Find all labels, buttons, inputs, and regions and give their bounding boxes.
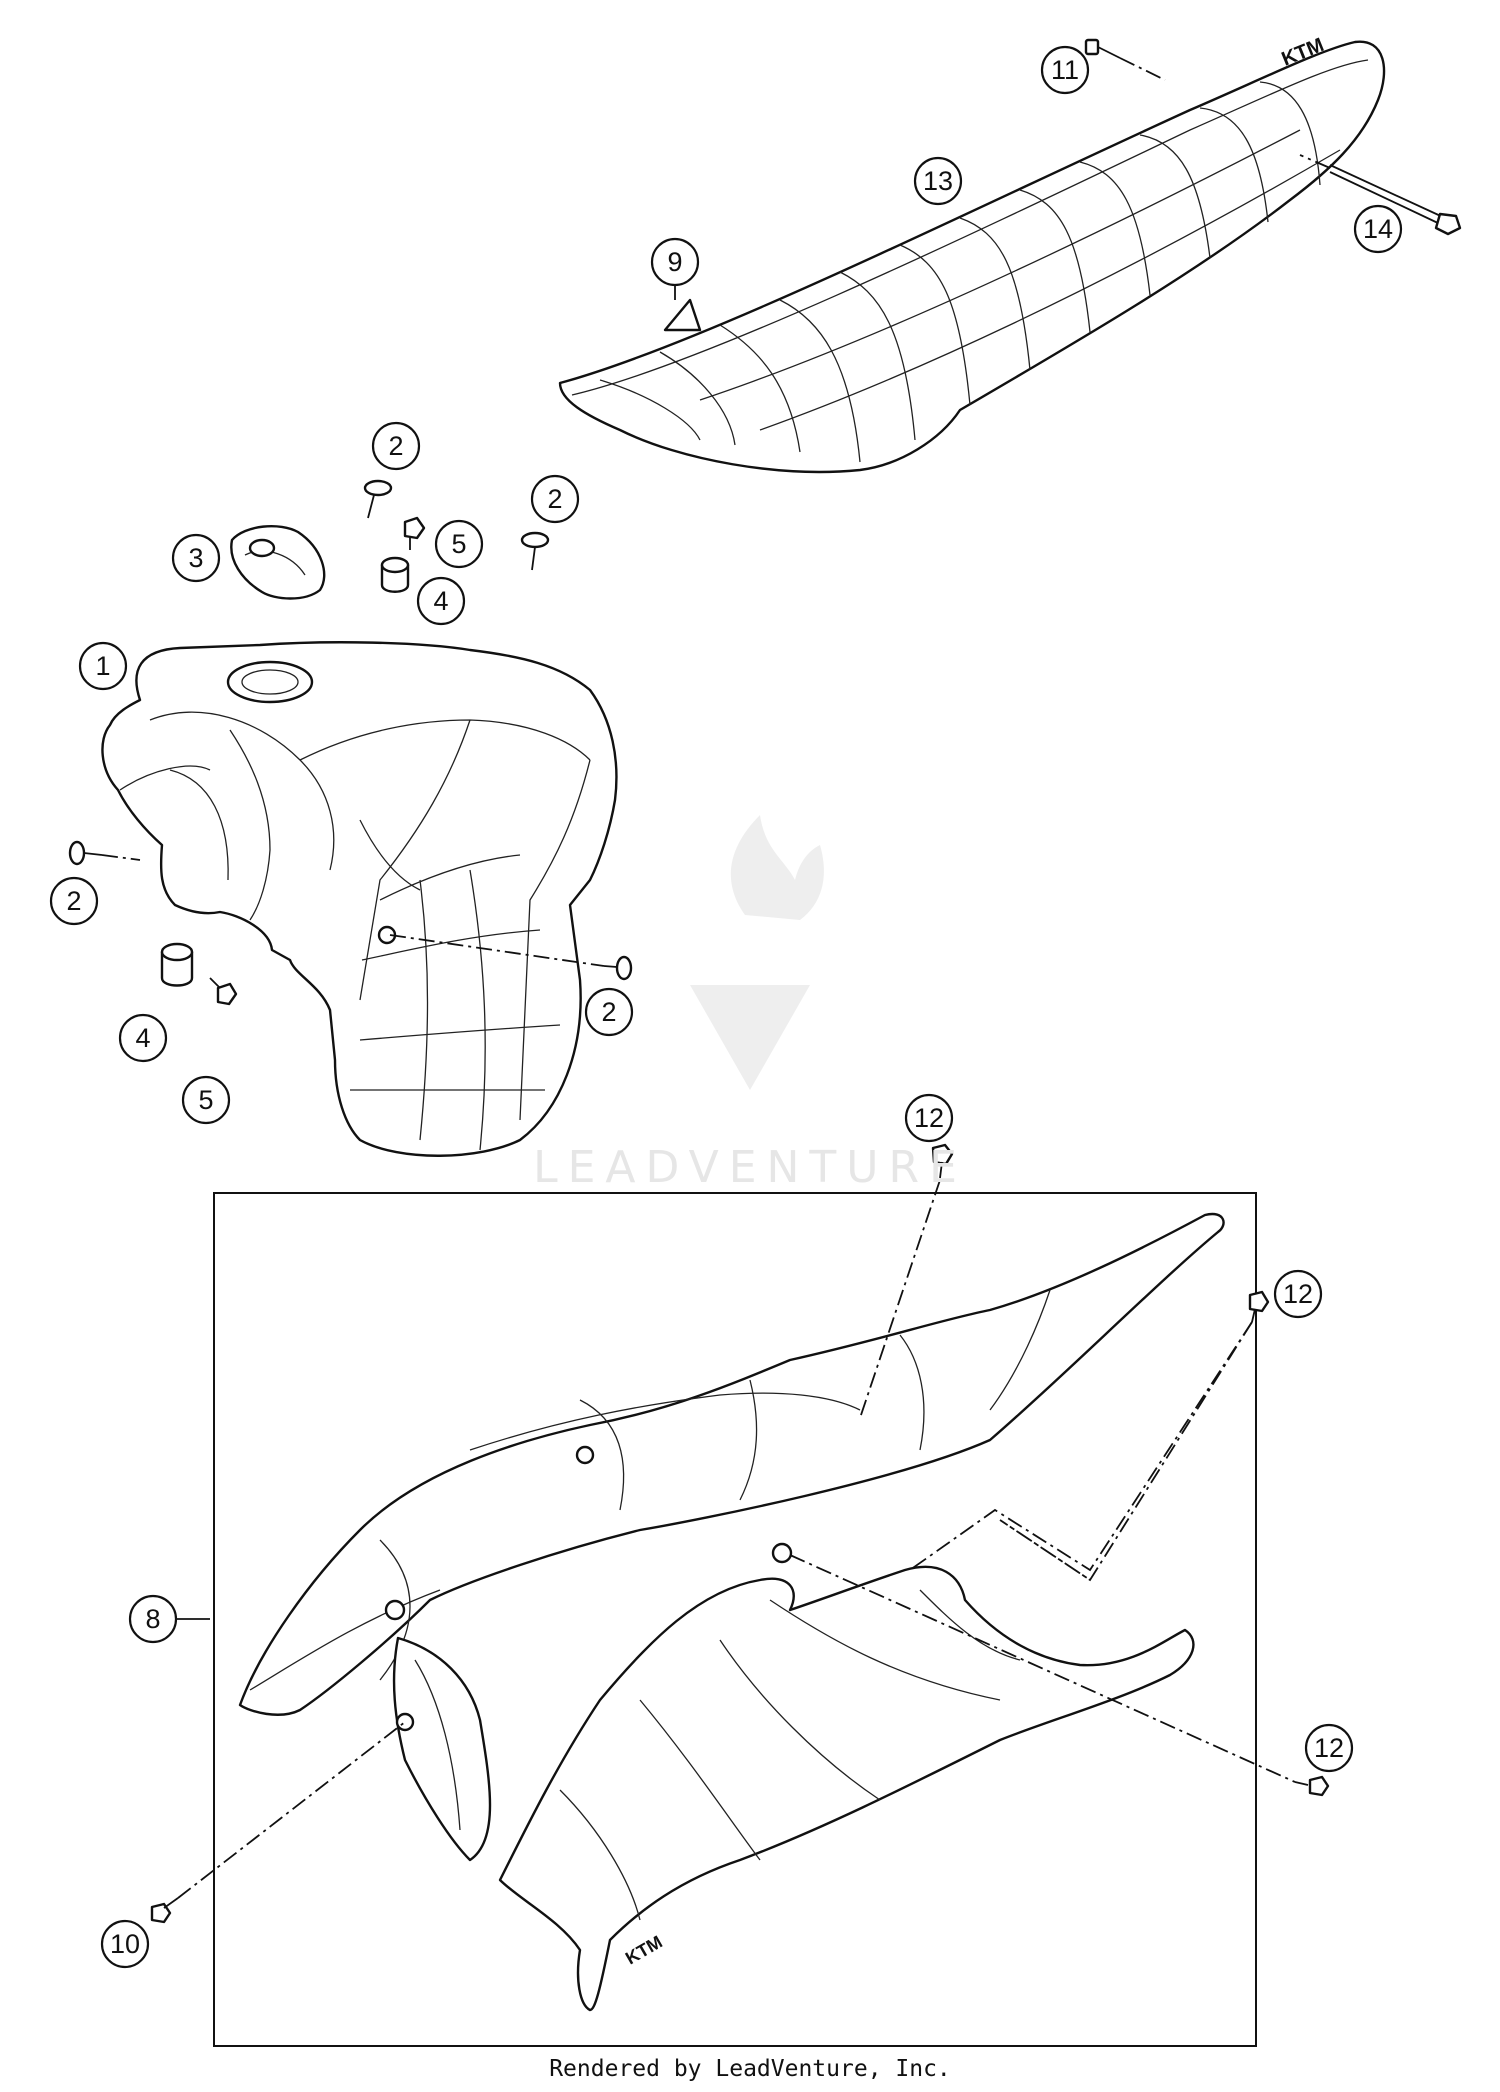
svg-text:2: 2 — [388, 431, 403, 461]
nut-5-lower-part[interactable] — [209, 977, 238, 1006]
callout-1[interactable]: 1 — [78, 641, 128, 691]
callout-4-upper[interactable]: 4 — [416, 576, 466, 626]
callout-5-lower[interactable]: 5 — [181, 1075, 231, 1125]
svg-text:2: 2 — [601, 997, 616, 1027]
callout-13[interactable]: 13 — [913, 156, 963, 206]
svg-text:3: 3 — [188, 543, 203, 573]
svg-text:8: 8 — [145, 1604, 160, 1634]
callout-2-lower[interactable]: 2 — [584, 987, 634, 1037]
svg-text:9: 9 — [667, 247, 682, 277]
screw-2-right-part[interactable] — [520, 531, 550, 571]
svg-text:5: 5 — [198, 1085, 213, 1115]
callout-3[interactable]: 3 — [171, 533, 221, 583]
screw-12-right-part[interactable] — [1248, 1290, 1270, 1323]
callout-10[interactable]: 10 — [100, 1919, 150, 1969]
screw-12-top-part[interactable] — [931, 1143, 954, 1179]
callout-14[interactable]: 14 — [1353, 204, 1403, 254]
svg-text:13: 13 — [923, 166, 953, 196]
shroud-lower-part[interactable] — [392, 1636, 492, 1862]
svg-text:4: 4 — [433, 586, 448, 616]
svg-text:2: 2 — [66, 886, 81, 916]
callout-12-lower[interactable]: 12 — [1304, 1723, 1354, 1773]
svg-text:1: 1 — [95, 651, 110, 681]
callout-8[interactable]: 8 — [128, 1594, 178, 1644]
screw-2-left-part[interactable] — [68, 840, 103, 866]
svg-text:5: 5 — [451, 529, 466, 559]
svg-text:KTM: KTM — [622, 1932, 666, 1969]
svg-text:12: 12 — [914, 1103, 944, 1133]
fuel-cap-part[interactable] — [230, 525, 326, 600]
nut-5-upper-part[interactable] — [403, 516, 426, 550]
svg-text:2: 2 — [547, 484, 562, 514]
svg-text:11: 11 — [1051, 55, 1079, 85]
svg-text:14: 14 — [1363, 214, 1393, 244]
spacer-4-upper-part[interactable] — [380, 556, 410, 593]
svg-text:4: 4 — [135, 1023, 150, 1053]
callout-12-top[interactable]: 12 — [904, 1093, 954, 1143]
kit-frame — [213, 1192, 1257, 2047]
side-panel-lower-part[interactable]: KTM — [498, 1542, 1195, 2012]
callout-5-upper[interactable]: 5 — [434, 519, 484, 569]
screw-2-top-part[interactable] — [363, 479, 393, 519]
screw-2-lower-part[interactable] — [603, 955, 633, 981]
svg-text:10: 10 — [110, 1929, 140, 1959]
callout-2-left[interactable]: 2 — [49, 876, 99, 926]
screw-10-part[interactable] — [150, 1897, 179, 1924]
seat-part[interactable]: KTM — [558, 34, 1386, 474]
bolt-14-part[interactable] — [1329, 164, 1462, 236]
callout-2-top[interactable]: 2 — [371, 421, 421, 471]
svg-text:12: 12 — [1314, 1733, 1344, 1763]
screw-12-lower-part[interactable] — [1294, 1775, 1330, 1797]
callout-4-lower[interactable]: 4 — [118, 1013, 168, 1063]
callout-9[interactable]: 9 — [650, 237, 700, 287]
watermark-text: LEADVENTURE — [533, 1142, 967, 1193]
fuel-tank-part[interactable] — [101, 641, 618, 1157]
footer-credit: Rendered by LeadVenture, Inc. — [549, 2056, 951, 2082]
spacer-4-lower-part[interactable] — [160, 942, 194, 987]
svg-text:12: 12 — [1283, 1279, 1313, 1309]
bolt-11-part[interactable] — [1084, 38, 1121, 59]
callout-2-right[interactable]: 2 — [530, 474, 580, 524]
side-panel-upper-part[interactable] — [238, 1212, 1225, 1716]
watermark: LEADVENTURE — [533, 815, 967, 1193]
callout-11[interactable]: 11 — [1040, 45, 1090, 95]
callout-12-right[interactable]: 12 — [1273, 1269, 1323, 1319]
leader-lines — [101, 57, 1331, 1899]
